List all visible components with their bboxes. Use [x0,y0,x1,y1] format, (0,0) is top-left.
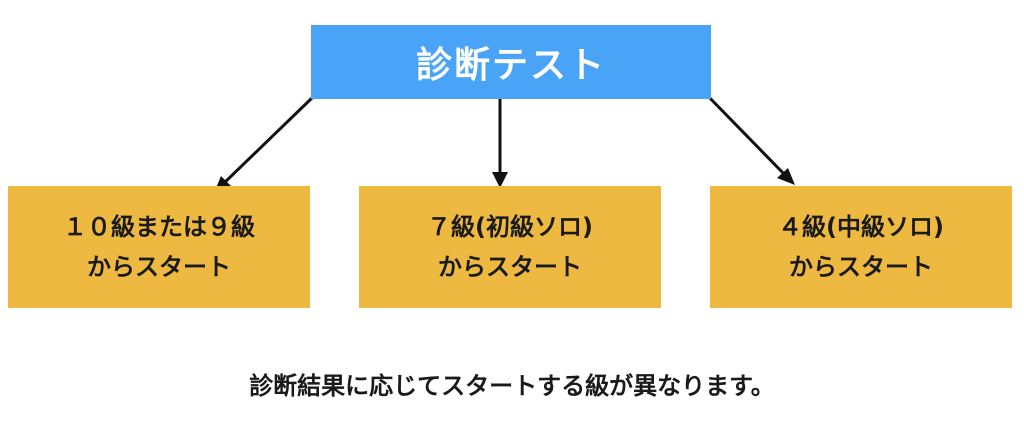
start-level-4-line1: ４級(中級ソロ) [778,213,944,241]
start-level-7-node: ７級(初級ソロ) からスタート [359,186,661,308]
start-level-10-or-9-line1: １０級または９級 [63,213,255,241]
arrow-to-right [701,89,788,178]
start-level-7-line1: ７級(初級ソロ) [427,213,593,241]
arrow-to-left [220,95,315,187]
arrowhead-right [777,168,795,185]
start-level-4-line2: からスタート [789,253,933,281]
start-level-4-node: ４級(中級ソロ) からスタート [710,186,1012,308]
diagnostic-test-label: 診断テスト [415,45,606,86]
start-level-7-line2: からスタート [438,253,582,281]
diagnostic-test-node: 診断テスト [311,25,711,99]
start-level-10-or-9-node: １０級または９級 からスタート [8,186,310,308]
diagram-caption: 診断結果に応じてスタートする級が異なります。 [249,372,775,400]
start-level-10-or-9-line2: からスタート [87,253,231,281]
arrowhead-center [492,172,508,188]
